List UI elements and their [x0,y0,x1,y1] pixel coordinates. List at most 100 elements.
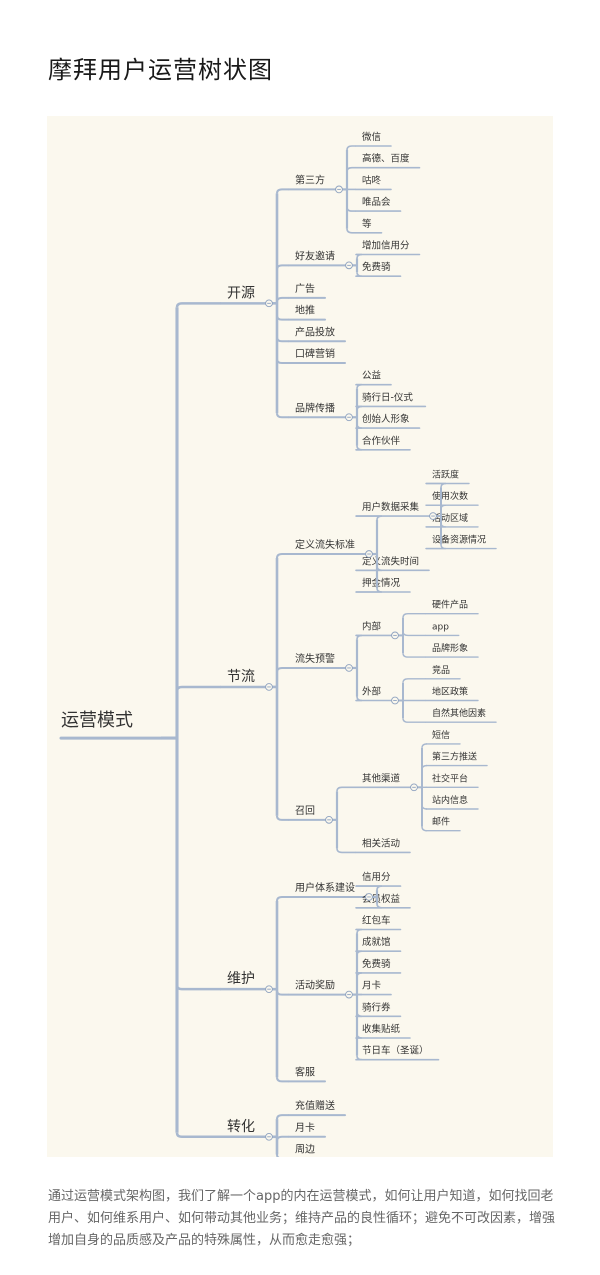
mindmap-node: 客服 [295,1065,315,1078]
branch-connector [276,666,289,673]
branch-connector [356,515,383,521]
mindmap-node: 自然其他因素 [432,707,486,719]
mindmap-node: 节流 [227,669,255,685]
mindmap-node: 押金情况 [362,577,401,589]
mindmap-node: 活动奖励 [295,979,335,992]
branch-connector [276,358,289,364]
branch-connector [276,1135,289,1141]
branch-connector [402,653,426,658]
branch-connector [346,207,356,212]
branch-connector [356,696,363,702]
mindmap-node: 免费骑 [362,261,391,273]
mindmap-node: 短信 [432,729,450,741]
mindmap-node: 微信 [362,131,381,143]
branch-connector [356,424,363,429]
branch-connector [356,903,383,909]
mindmap-node: 使用次数 [432,490,468,502]
branch-connector [356,445,363,451]
mindmap-node: 收集贴纸 [362,1023,401,1035]
mindmap-node: 相关活动 [362,837,400,849]
branch-connector [421,804,428,810]
mindmap-node: 其他渠道 [362,772,401,784]
branch-connector [276,188,289,194]
branch-connector [421,764,428,770]
mindmap-node: 外部 [362,686,381,698]
mindmap-node: 红包车 [362,915,391,927]
branch-connector [276,413,289,419]
branch-connector [426,522,447,528]
branch-connector [175,1132,221,1139]
mindmap-node: 第三方 [295,173,325,186]
branch-connector [421,743,428,748]
mindmap-node: 地推 [295,304,315,317]
mindmap-node: 品牌传播 [295,401,335,414]
mindmap-node: 好友邀请 [295,249,335,262]
mindmap-node: 成就馆 [362,936,391,948]
branch-connector [346,145,356,151]
mindmap-node: 活动区域 [432,512,468,524]
branch-connector [346,228,356,234]
branch-connector [356,950,363,956]
branch-connector [356,1033,363,1039]
mindmap-node: 等 [362,218,372,230]
branch-connector [336,786,356,792]
branch-connector [402,718,426,723]
branch-connector [175,685,221,692]
mindmap-node: 骑行日-仪式 [362,391,413,403]
mindmap-node: 唯品会 [362,196,391,208]
branch-connector [426,544,447,550]
mindmap-node: 免费骑 [362,958,391,970]
branch-connector [276,1154,280,1157]
mindmap-node: 定义流失标准 [295,538,355,551]
branch-connector [426,504,447,510]
mindmap-node: 内部 [362,620,381,632]
branch-connector [346,166,356,172]
branch-connector [356,928,363,934]
branch-connector [356,1012,363,1018]
branch-connector [276,1114,289,1120]
branch-connector [175,985,221,991]
mindmap-node: 咕咚 [362,174,382,186]
mindmap-node: 广告 [295,282,315,295]
mindmap-node: 活跃度 [432,469,459,481]
mindmap-node: 周边 [295,1144,315,1156]
mindmap-node: 合作伙伴 [362,435,401,447]
mindmap-node: 社交平台 [432,772,468,784]
branch-connector [356,972,363,977]
branch-connector [175,302,221,308]
mindmap-node: 用户数据采集 [362,501,420,513]
branch-connector [356,253,363,259]
branch-connector [276,315,289,321]
mindmap-node: 维护 [227,971,255,987]
mindmap-node: 竞品 [432,664,450,676]
mindmap-node: 月卡 [295,1121,315,1134]
branch-connector [356,1055,363,1061]
branch-connector [402,678,426,683]
mindmap-node: 月卡 [362,980,382,992]
branch-connector [276,337,289,343]
mindmap-node: 流失预警 [295,652,335,665]
branch-connector [356,885,383,891]
mindmap-node: 节日车（圣诞） [362,1045,429,1057]
branch-connector [336,848,356,854]
branch-connector [356,566,383,572]
mindmap-node: 口碑营销 [295,347,335,360]
mindmap-node: 召回 [295,805,315,817]
branch-connector [276,553,289,559]
branch-connector [276,264,289,270]
branch-connector [356,405,363,411]
branch-connector [426,482,447,488]
mindmap-node: 骑行券 [362,1001,391,1013]
branch-connector [356,272,363,277]
mindmap-node: 品牌形象 [432,642,468,654]
branch-connector [276,1077,289,1083]
mindmap-root: 运营模式 [61,710,133,731]
mindmap-node: 转化 [227,1119,255,1135]
page-title: 摩拜用户运营树状图 [48,56,273,84]
branch-connector [356,383,363,389]
mindmap-canvas: 运营模式开源第三方微信高德、百度咕咚唯品会等好友邀请增加信用分免费骑广告地推产品… [47,116,553,1157]
mindmap-node: 信用分 [362,871,391,883]
mindmap-node: 地区政策 [432,686,468,698]
branch-connector [356,587,383,593]
mindmap-node: 硬件产品 [432,599,468,611]
